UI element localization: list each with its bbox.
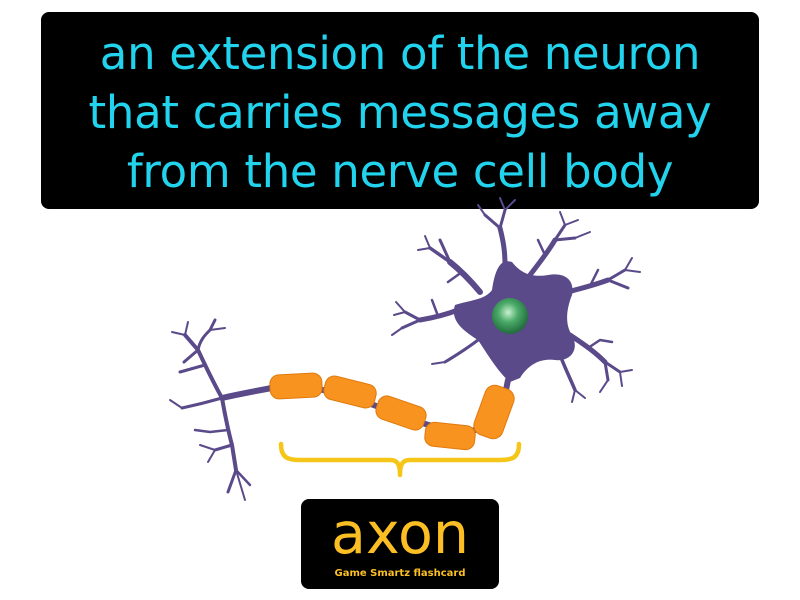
term-word: axon xyxy=(331,501,469,567)
definition-line-3: from the nerve cell body xyxy=(126,145,674,198)
dendrites xyxy=(391,197,641,403)
nucleus xyxy=(492,298,528,334)
myelin-sheath xyxy=(269,372,515,451)
neuron-icon xyxy=(169,197,641,501)
definition-box: an extension of the neuron that carries … xyxy=(41,12,759,209)
axon-terminal xyxy=(169,318,275,501)
term-box: axon Game Smartz flashcard xyxy=(301,499,499,589)
definition-line-2: that carries messages away xyxy=(88,86,712,139)
curly-brace-icon xyxy=(278,441,522,478)
definition-line-1: an extension of the neuron xyxy=(99,27,701,80)
brand-label: Game Smartz flashcard xyxy=(334,568,466,579)
